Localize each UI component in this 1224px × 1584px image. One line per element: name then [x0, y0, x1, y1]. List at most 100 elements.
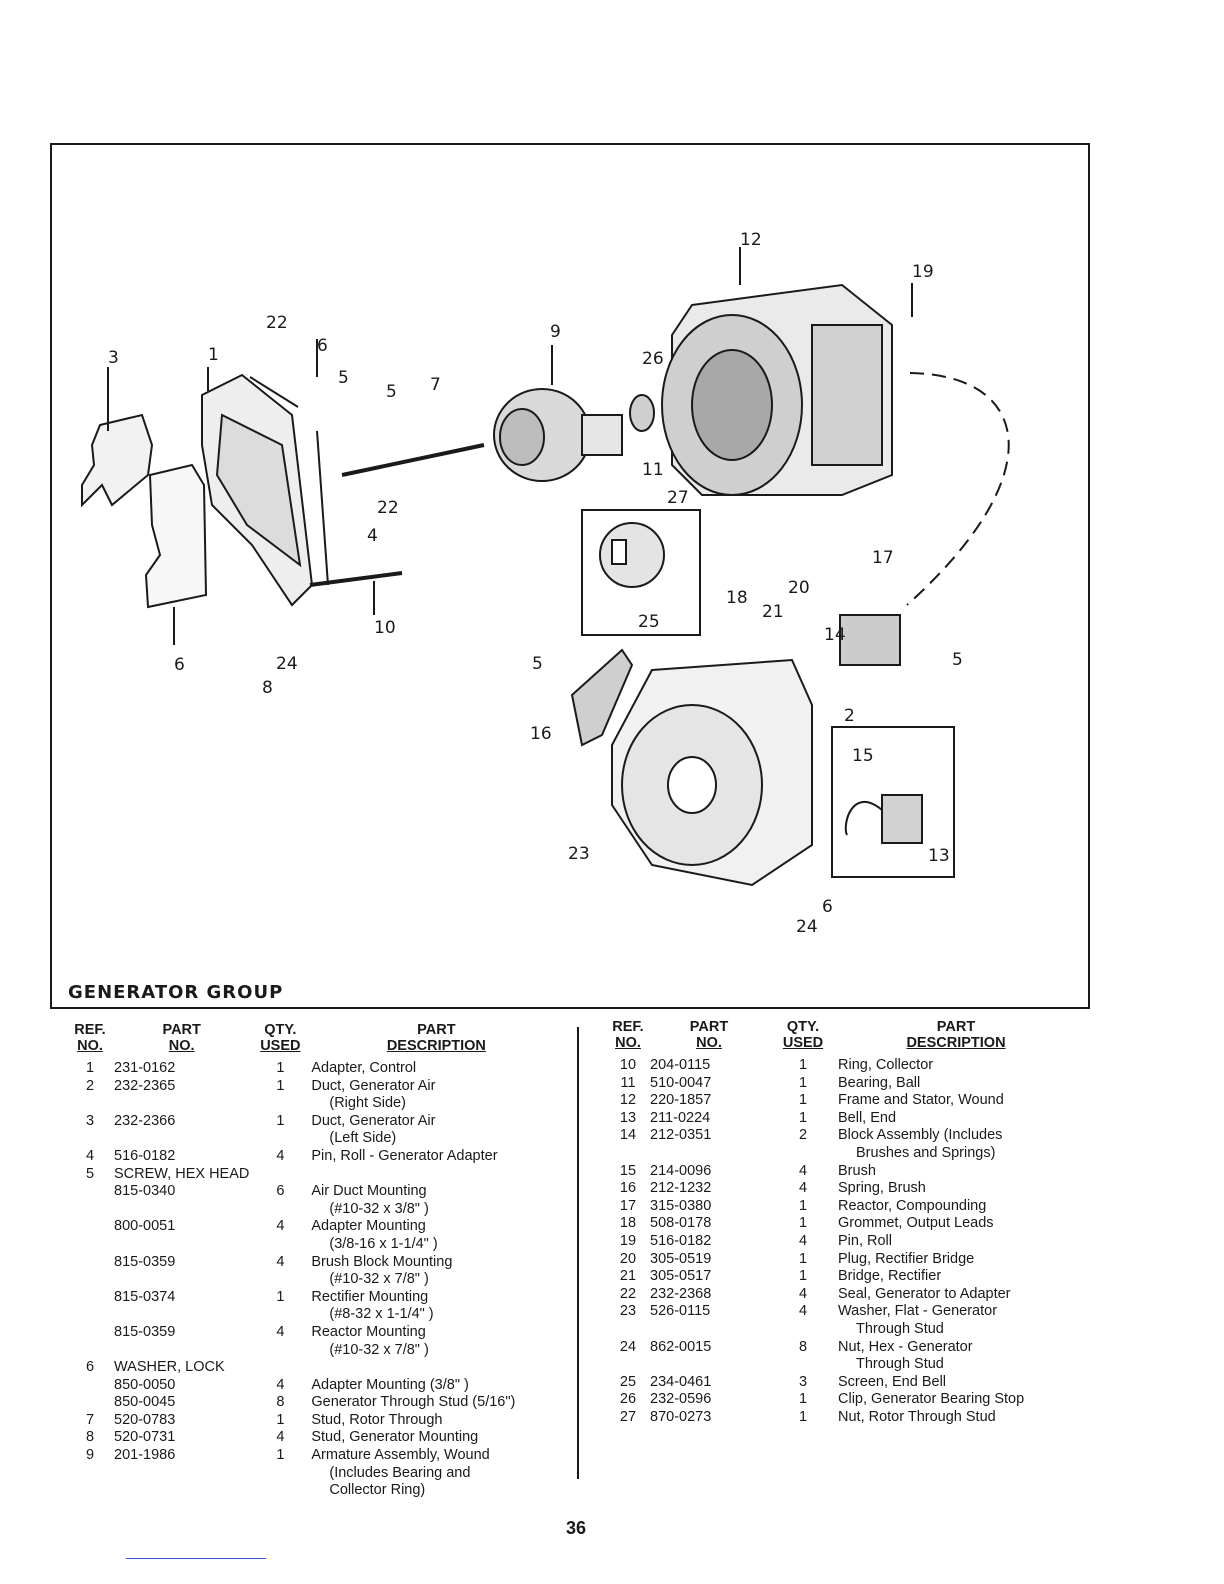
part-number: 232-2365 [114, 1077, 176, 1094]
part-description: Air Duct Mounting(#10-32 x 3/8" ) [311, 1183, 561, 1218]
callout-number: 20 [788, 578, 810, 598]
description-line: (#10-32 x 3/8" ) [329, 1200, 429, 1217]
ref-number [66, 1394, 114, 1412]
ref-number: 21 [619, 1268, 637, 1285]
callout-number: 6 [317, 336, 328, 356]
description-line: (#10-32 x 7/8" ) [329, 1271, 429, 1288]
end-bell-screen-drawing [570, 648, 634, 747]
part-description: Bearing, Ball [838, 1075, 1074, 1093]
part-number: 212-0351 [650, 1127, 712, 1144]
qty-used: 1 [798, 1197, 808, 1214]
part-number: 305-0517 [650, 1268, 712, 1285]
air-duct-left-drawing [81, 413, 154, 508]
callout-number: 9 [550, 322, 561, 342]
part-description: Pin, Roll - Generator Adapter [311, 1148, 561, 1166]
part-number: 862-0015 [650, 1338, 712, 1355]
qty-used: 1 [798, 1092, 808, 1109]
description-line: Pin, Roll [838, 1232, 892, 1249]
qty-used: 8 [276, 1394, 285, 1411]
qty-used: 4 [276, 1323, 285, 1340]
ref-number: 5 [85, 1165, 95, 1182]
part-number: 211-0224 [650, 1109, 711, 1126]
header-ref-no: REF.NO. [74, 1022, 106, 1054]
part-description: Stud, Generator Mounting [311, 1429, 561, 1447]
ref-number: 11 [620, 1074, 636, 1091]
callout-number: 5 [338, 368, 349, 388]
part-number: 815-0340 [114, 1183, 176, 1200]
part-description: Armature Assembly, Wound(Includes Bearin… [311, 1447, 561, 1500]
callout-number: 22 [377, 498, 399, 518]
description-line: Reactor Mounting [311, 1323, 426, 1340]
qty-used: 1 [798, 1268, 808, 1285]
qty-used: 1 [798, 1074, 808, 1091]
part-description: Screen, End Bell [838, 1374, 1074, 1392]
description-line: Duct, Generator Air [311, 1112, 436, 1129]
description-line: Bearing, Ball [838, 1074, 921, 1091]
qty-used: 1 [798, 1109, 808, 1126]
part-description: Duct, Generator Air(Right Side) [311, 1078, 561, 1113]
callout-number: 5 [386, 382, 397, 402]
callout-number: 12 [740, 230, 762, 250]
description-line [311, 1166, 561, 1184]
part-number: 850-0050 [114, 1376, 176, 1393]
part-number: 508-0178 [650, 1215, 712, 1232]
part-number: 232-0596 [650, 1391, 712, 1408]
part-description: Pin, Roll [838, 1233, 1074, 1251]
qty-used: 4 [798, 1162, 808, 1179]
qty-used: 1 [276, 1411, 285, 1428]
part-number: 231-0162 [114, 1060, 176, 1076]
part-description: Adapter, Control [311, 1060, 561, 1078]
description-line: (Includes Bearing and [329, 1464, 471, 1481]
ref-number: 17 [619, 1197, 637, 1214]
ref-number [66, 1289, 114, 1324]
description-line: Brush Block Mounting [311, 1253, 453, 1270]
ref-number: 27 [619, 1408, 637, 1425]
callout-number: 2 [844, 706, 855, 726]
description-line: Bell, End [838, 1109, 897, 1126]
callout-number: 19 [912, 262, 934, 282]
qty-used [249, 1359, 311, 1377]
qty-used: 4 [276, 1218, 285, 1235]
ref-number: 6 [85, 1359, 95, 1376]
callout-number: 26 [642, 349, 664, 369]
description-line: Clip, Generator Bearing Stop [838, 1391, 1025, 1408]
callout-number: 27 [667, 488, 689, 508]
callout-number: 22 [266, 313, 288, 333]
callout-number: 5 [952, 650, 963, 670]
header-ref-no: REF.NO. [612, 1019, 644, 1051]
part-number: 526-0115 [650, 1303, 711, 1320]
qty-used: 1 [798, 1215, 808, 1232]
callout-number: 24 [796, 917, 818, 937]
part-number: 315-0380 [650, 1197, 712, 1214]
description-line: Ring, Collector [838, 1057, 934, 1073]
description-line: Grommet, Output Leads [838, 1215, 994, 1232]
description-line: Through Stud [856, 1320, 944, 1337]
qty-used: 4 [798, 1180, 808, 1197]
part-description: Bell, End [838, 1110, 1074, 1128]
part-description: Bridge, Rectifier [838, 1268, 1074, 1286]
ref-number: 3 [85, 1112, 95, 1129]
ref-number: 16 [619, 1180, 637, 1197]
description-line: Duct, Generator Air [311, 1077, 436, 1094]
qty-used: 1 [276, 1447, 285, 1464]
part-number: 520-0731 [114, 1429, 176, 1446]
ref-number [66, 1183, 114, 1218]
part-description: Grommet, Output Leads [838, 1215, 1074, 1233]
callout-number: 15 [852, 746, 874, 766]
part-description [311, 1359, 561, 1377]
